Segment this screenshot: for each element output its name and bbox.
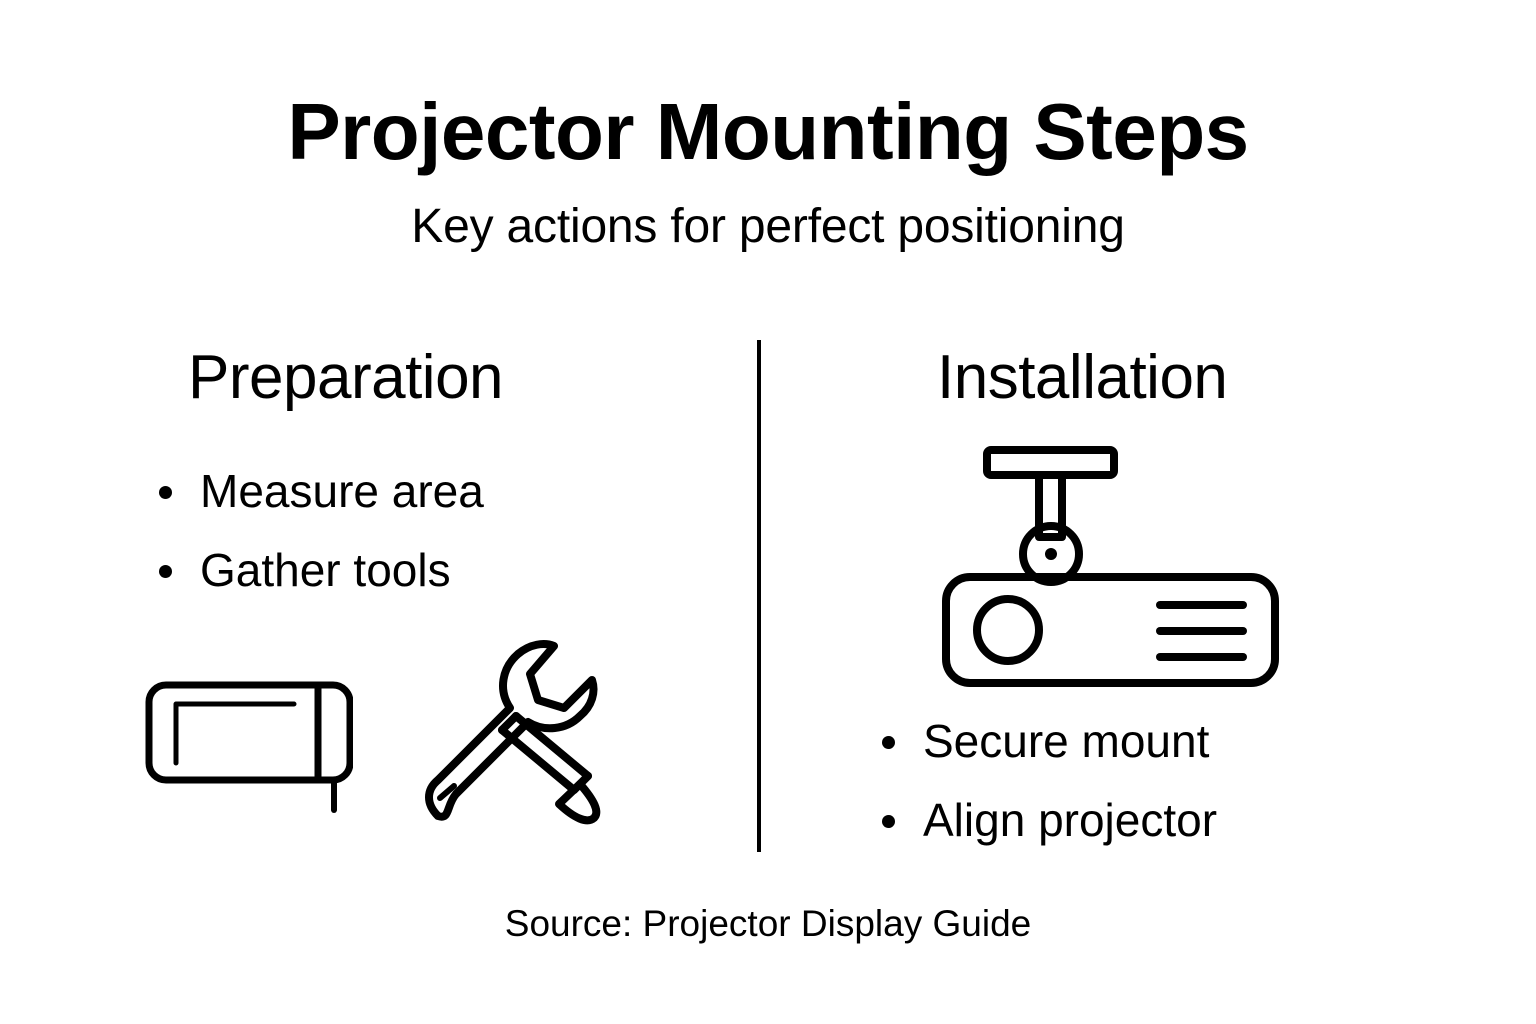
list-item: Gather tools [152, 547, 484, 593]
list-item: Measure area [152, 468, 484, 514]
ceiling-mounted-projector-icon [938, 440, 1283, 690]
preparation-bullet-list: Measure area Gather tools [152, 468, 484, 626]
column-heading-installation: Installation [937, 343, 1228, 412]
list-item: Align projector [875, 797, 1217, 843]
installation-bullet-list: Secure mount Align projector [875, 718, 1217, 876]
bullet-dot-icon [882, 815, 895, 828]
column-divider [757, 340, 761, 852]
list-item-label: Gather tools [200, 544, 451, 596]
wrench-screwdriver-icon [398, 638, 628, 833]
page-title: Projector Mounting Steps [287, 87, 1249, 176]
list-item-label: Align projector [923, 794, 1218, 846]
projection-screen-icon [138, 668, 353, 813]
bullet-dot-icon [882, 736, 895, 749]
list-item-label: Measure area [200, 465, 484, 517]
list-item-label: Secure mount [923, 715, 1210, 767]
bullet-dot-icon [159, 486, 172, 499]
column-heading-preparation: Preparation [188, 343, 504, 412]
bullet-dot-icon [159, 565, 172, 578]
list-item: Secure mount [875, 718, 1217, 764]
source-attribution: Source: Projector Display Guide [504, 903, 1032, 944]
page-subtitle: Key actions for perfect positioning [411, 200, 1125, 253]
